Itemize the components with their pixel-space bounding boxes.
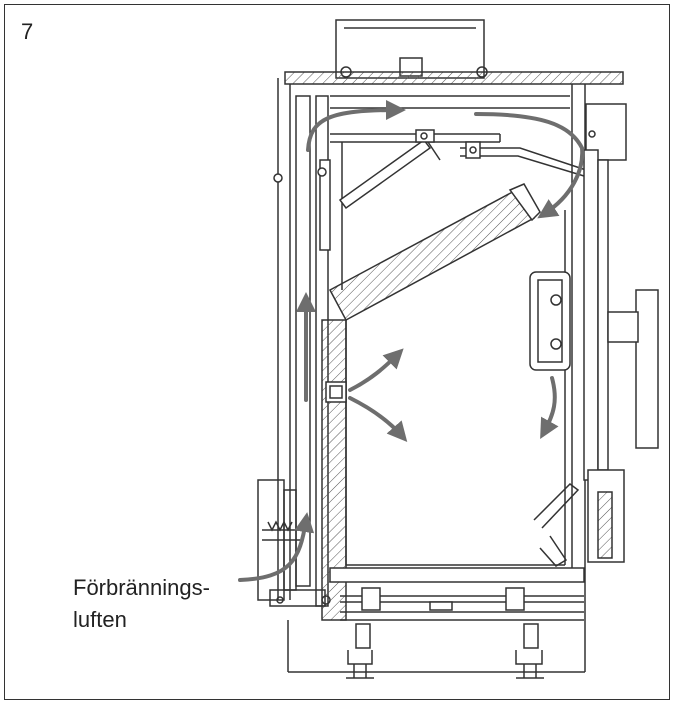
firebox-walls	[345, 210, 566, 566]
base-assembly	[329, 567, 585, 679]
air-nozzle	[325, 381, 347, 403]
secondary-baffle	[328, 183, 541, 322]
top-plate	[284, 71, 624, 85]
airflow-arrows	[238, 100, 585, 582]
door-handle	[607, 289, 659, 449]
combustion-air-label: Förbrännings- luften	[73, 572, 210, 636]
arrow-top-left-curve	[306, 100, 406, 152]
damper-plate	[338, 129, 441, 210]
stove-door	[583, 103, 627, 563]
door-latch	[529, 271, 571, 371]
arrow-inlet-up	[238, 512, 315, 582]
left-panel	[273, 95, 347, 621]
grate-hook	[533, 483, 580, 567]
arrow-top-right	[474, 112, 585, 219]
combustion-air-label-line2: luften	[73, 607, 127, 632]
flue-collar	[335, 19, 488, 79]
combustion-air-label-line1: Förbrännings-	[73, 575, 210, 600]
figure-number: 7	[21, 19, 34, 44]
arrow-nozzle-up	[348, 348, 404, 392]
top-baffle	[330, 95, 570, 290]
air-inlet-box	[257, 479, 331, 607]
arrow-door-down	[540, 376, 559, 439]
baffle-bracket	[460, 141, 587, 177]
arrow-nozzle-down	[348, 396, 408, 443]
